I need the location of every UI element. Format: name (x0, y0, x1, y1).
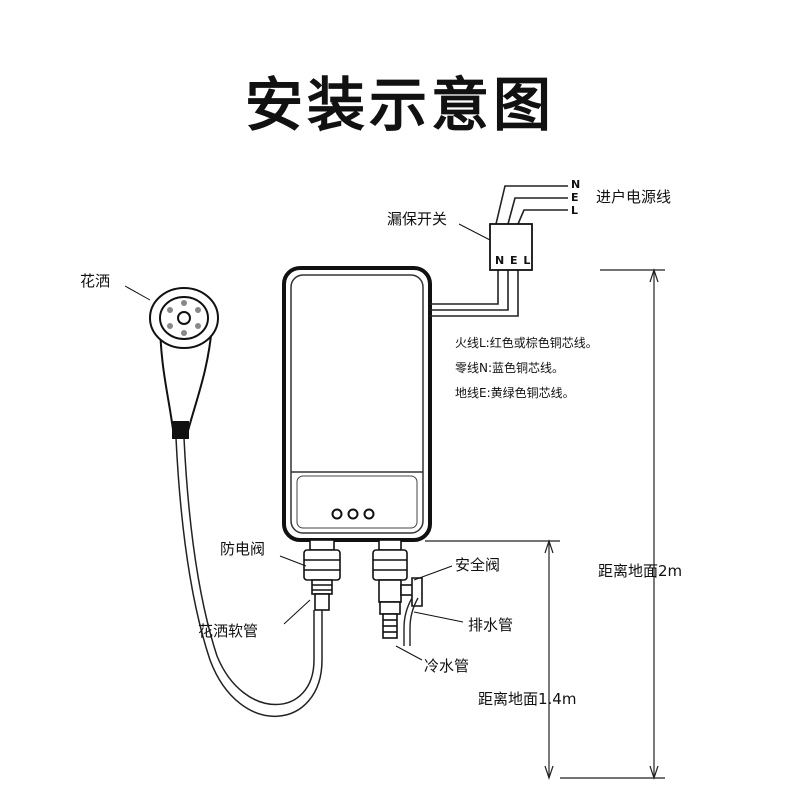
control-buttons (331, 508, 375, 520)
leader-lines (124, 285, 464, 661)
cold-pipe-label: 冷水管 (424, 657, 470, 675)
shower-hose (175, 437, 323, 717)
wire-letter-l: L (571, 204, 579, 217)
height-dimension-1-4m (425, 539, 560, 780)
wiring-note-neutral: 零线N:蓝色铜芯线。 (455, 361, 565, 375)
power-line-label: 进户电源线 (596, 188, 672, 206)
page-title: 安装示意图 (244, 71, 555, 139)
safety-valve-label: 安全阀 (455, 556, 501, 574)
check-valve-fitting (303, 539, 341, 611)
height-2m-label: 距离地面2m (598, 562, 683, 580)
leak-switch-leader (458, 223, 491, 241)
leak-switch-box (489, 223, 533, 271)
leak-switch-label: 漏保开关 (387, 210, 448, 228)
check-valve-label: 防电阀 (220, 540, 266, 558)
height-1-4m-label: 距离地面1.4m (478, 690, 577, 708)
wiring-note-live: 火线L:红色或棕色铜芯线。 (455, 336, 598, 350)
safety-valve-fitting (372, 539, 423, 639)
shower-head-label: 花洒 (80, 272, 111, 290)
shower-head (149, 287, 219, 439)
shower-hose-label: 花洒软管 (198, 622, 259, 640)
wire-letter-n: N (571, 178, 581, 191)
wire-letter-e: E (571, 191, 579, 204)
drain-pipe-label: 排水管 (468, 616, 514, 634)
leak-switch-terminals: N E L (495, 254, 532, 267)
height-dimension-2m (560, 268, 665, 780)
water-heater (282, 266, 432, 542)
wiring-note-earth: 地线E:黄绿色铜芯线。 (455, 386, 575, 400)
power-wires (430, 185, 568, 317)
drain-tube (403, 597, 419, 646)
